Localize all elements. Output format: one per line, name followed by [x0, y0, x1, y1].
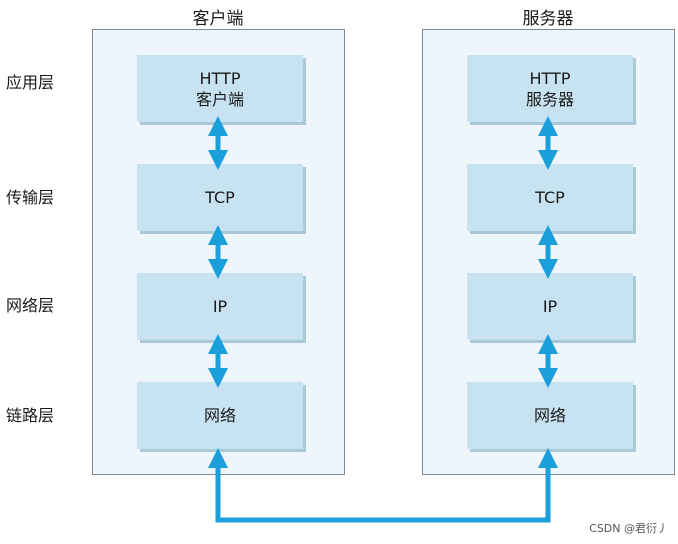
server-network-protocol: IP — [542, 297, 558, 316]
client-application-box: HTTP 客户端 — [137, 55, 303, 122]
layer-label-network: 网络层 — [6, 296, 55, 315]
client-application-role: 客户端 — [195, 89, 244, 109]
server-transport-box: TCP — [467, 164, 633, 231]
layer-label-transport: 传输层 — [6, 188, 55, 207]
server-application-protocol: HTTP — [529, 68, 571, 88]
client-link-box: 网络 — [137, 382, 303, 449]
client-network-box: IP — [137, 273, 303, 340]
server-application-box: HTTP 服务器 — [467, 55, 633, 122]
watermark: CSDN @君衍丿 — [589, 522, 668, 535]
server-transport-protocol: TCP — [535, 188, 565, 207]
client-network-protocol: IP — [212, 297, 228, 316]
client-transport-box: TCP — [137, 164, 303, 231]
layer-label-link: 链路层 — [6, 406, 55, 425]
client-link-protocol: 网络 — [203, 406, 236, 425]
server-link-protocol: 网络 — [533, 406, 566, 425]
server-application-role: 服务器 — [525, 89, 574, 109]
client-transport-protocol: TCP — [205, 188, 235, 207]
server-title: 服务器 — [522, 9, 574, 29]
layer-label-application: 应用层 — [6, 73, 55, 92]
client-title: 客户端 — [192, 9, 244, 29]
server-link-box: 网络 — [467, 382, 633, 449]
client-application-protocol: HTTP — [199, 68, 241, 88]
server-network-box: IP — [467, 273, 633, 340]
